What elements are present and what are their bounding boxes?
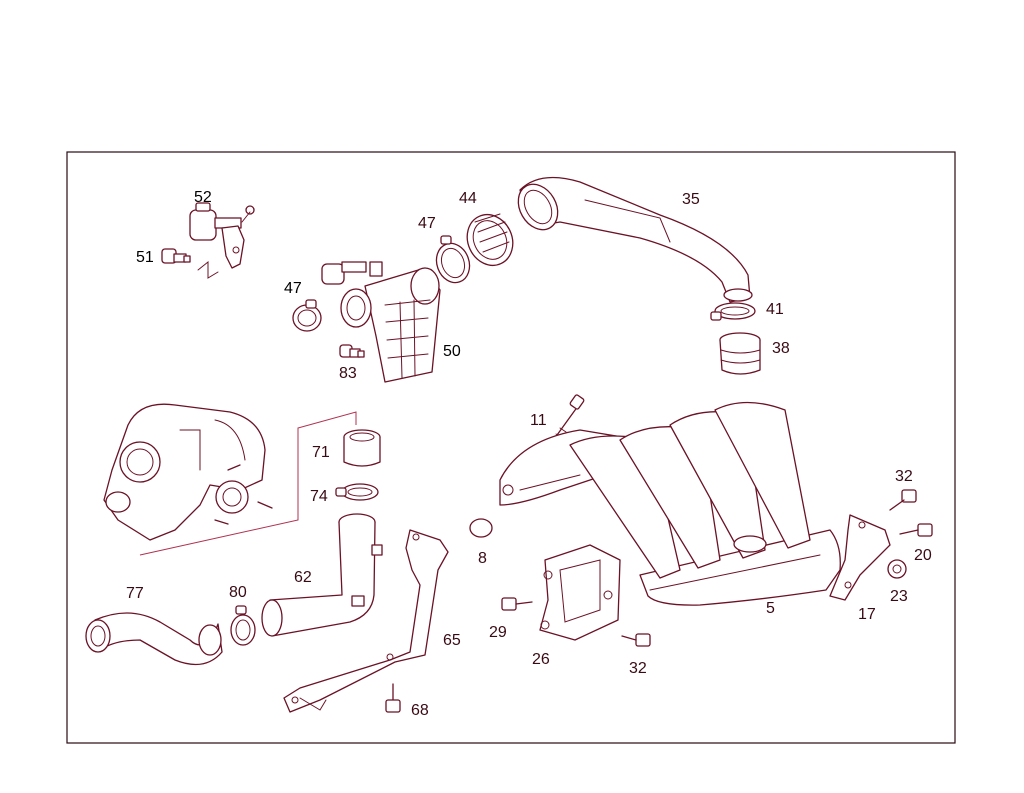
diagram-frame [66,151,956,744]
callout-41: 41 [766,301,784,318]
part-44-sleeve [466,213,514,266]
part-47-clamp-upper [435,235,471,284]
part-65-support [283,529,449,713]
turbocharger [103,403,273,541]
callout-32-lower: 32 [629,660,647,677]
part-83-fitting [339,344,365,358]
part-51-fitting [161,248,191,264]
part-80-clamp [230,605,256,646]
callout-74: 74 [310,488,328,505]
callout-68: 68 [411,702,429,719]
callout-11: 11 [530,412,547,429]
callout-51: 51 [136,249,154,266]
part-32-bolt-lower [621,633,651,647]
callout-80: 80 [229,584,247,601]
callout-5: 5 [766,600,775,617]
callout-62: 62 [294,569,312,586]
turbo-leader [139,411,357,556]
callout-44: 44 [459,190,477,207]
callout-52: 52 [194,189,212,206]
part-8-o-ring [469,518,493,538]
callout-35: 35 [682,191,700,208]
callout-20: 20 [914,547,932,564]
part-74-clamp [335,483,379,501]
part-71-sleeve [343,429,381,467]
callout-65: 65 [443,632,461,649]
callout-83: 83 [339,365,357,382]
part-26-bracket [539,544,621,641]
part-29-bolt [501,597,533,611]
part-50-throttle-housing [321,261,441,383]
callout-38: 38 [772,340,790,357]
callout-29: 29 [489,624,507,641]
callout-50: 50 [443,343,461,360]
part-62-pipe [261,513,383,637]
callout-26: 26 [532,651,550,668]
callout-32-upper: 32 [895,468,913,485]
part-77-hose [85,612,223,666]
part-32-bolt-upper [889,489,917,511]
callout-77: 77 [126,585,144,602]
callout-71: 71 [312,444,330,461]
callout-47-upper: 47 [418,215,436,232]
part-41-clamp [710,302,756,321]
part-35-air-pipe [517,176,753,303]
part-20-bolt [899,523,933,537]
part-68-bolt [385,683,401,713]
part-17-bracket [829,514,891,601]
part-52-actuator [189,202,255,279]
callout-47-lower: 47 [284,280,302,297]
part-23-nut [887,559,907,579]
part-47-clamp-lower [292,299,322,332]
callout-17: 17 [858,606,876,623]
callout-8: 8 [478,550,487,567]
part-5-intake-manifold [499,401,841,606]
part-38-sleeve [719,332,761,375]
callout-23: 23 [890,588,908,605]
